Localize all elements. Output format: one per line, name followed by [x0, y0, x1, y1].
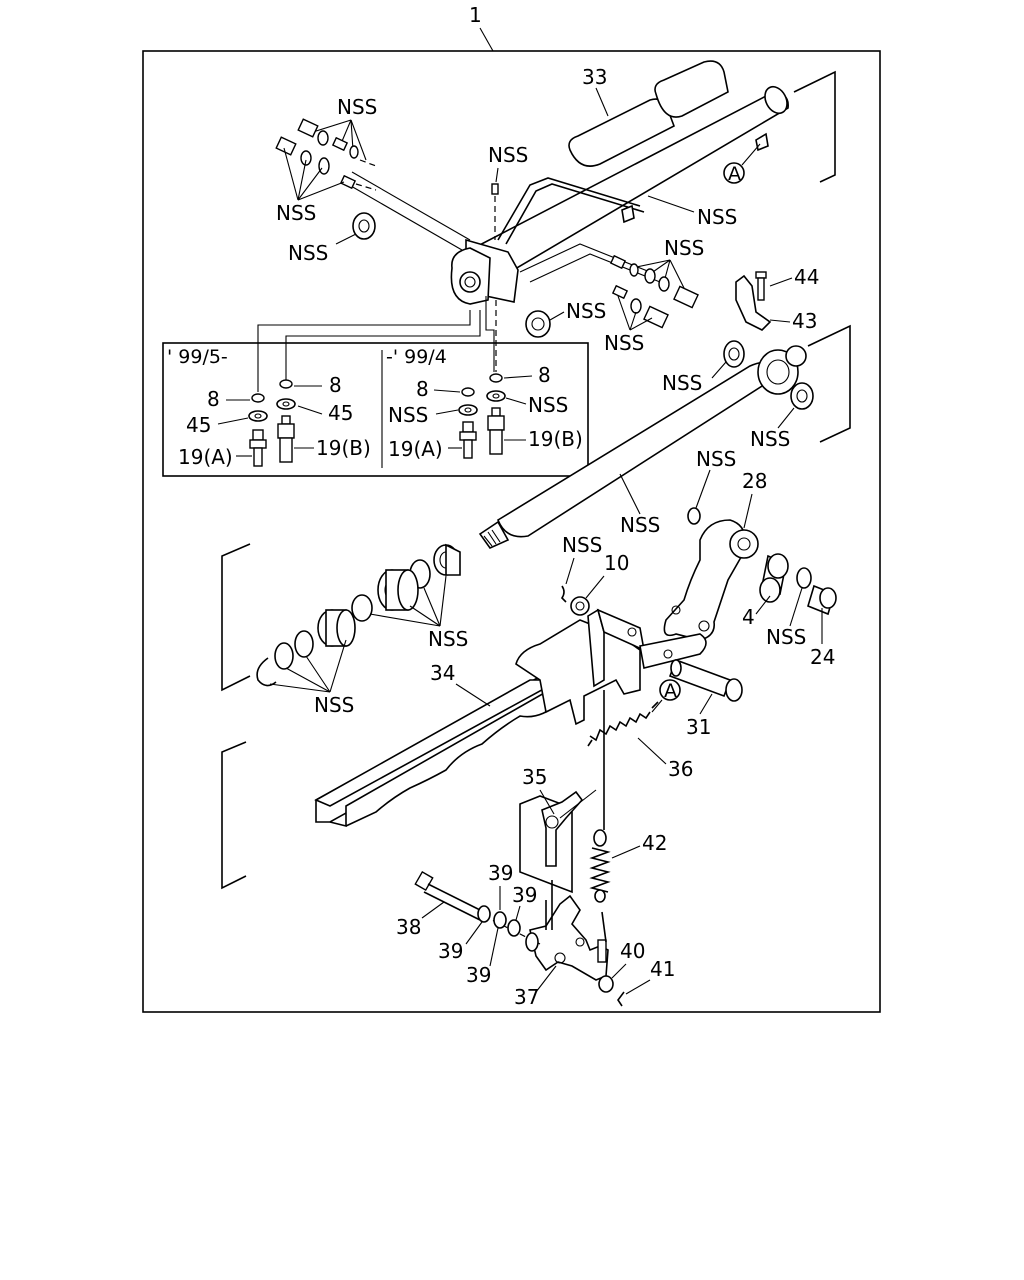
sensor-19b-left — [277, 415, 295, 463]
part-43-bracket — [735, 271, 772, 331]
label-38: 38 — [396, 915, 421, 939]
label-45-b: 45 — [328, 401, 353, 425]
variant-box — [162, 342, 589, 477]
part-33-covers — [568, 60, 729, 167]
label-nss-10: NSS — [528, 393, 568, 417]
washer-left — [352, 212, 376, 240]
washer-40 — [598, 975, 614, 993]
washer-lower — [525, 310, 551, 338]
bolts-right-top — [609, 254, 699, 329]
variant-left-header: ' 99/5- — [167, 346, 228, 368]
upper-shaft-assembly — [343, 85, 789, 305]
label-10: 10 — [604, 551, 629, 575]
label-nss-11: NSS — [662, 371, 702, 395]
sensor-19a-right — [459, 421, 477, 459]
washer-shaft-left — [723, 340, 745, 368]
label-8-a: 8 — [207, 387, 220, 411]
label-nss-9: NSS — [388, 403, 428, 427]
label-39-b: 39 — [512, 883, 537, 907]
label-19a-left: 19(A) — [178, 445, 233, 469]
part-35-plate — [519, 789, 597, 894]
ref-marker-a-top-text: A — [728, 163, 741, 185]
label-39-a: 39 — [488, 861, 513, 885]
label-nss-6: NSS — [664, 236, 704, 260]
label-nss-1: NSS — [337, 95, 377, 119]
washer-shaft-right — [790, 382, 814, 410]
variant-right-header: -' 99/4 — [386, 346, 447, 368]
part-36-spring — [587, 701, 659, 747]
label-33: 33 — [582, 65, 607, 89]
label-24: 24 — [810, 645, 835, 669]
label-nss-14: NSS — [428, 627, 468, 651]
part-34-channel — [314, 608, 707, 828]
label-34: 34 — [430, 661, 455, 685]
ref-marker-a-lower — [659, 679, 681, 701]
washers-39 — [477, 905, 539, 952]
part-38-pin — [414, 870, 541, 945]
label-nss-15: NSS — [314, 693, 354, 717]
cotter-pin-41 — [617, 991, 625, 1007]
label-4: 4 — [742, 605, 755, 629]
label-nss-2: NSS — [276, 201, 316, 225]
label-nss-16: NSS — [696, 447, 736, 471]
part-42-spring — [589, 829, 611, 903]
label-nss-3: NSS — [488, 143, 528, 167]
label-nss-17: NSS — [766, 625, 806, 649]
label-nss-8: NSS — [566, 299, 606, 323]
label-40: 40 — [620, 939, 645, 963]
sensor-19b-right — [487, 407, 505, 455]
part-4-sleeve — [759, 553, 789, 603]
label-36: 36 — [668, 757, 693, 781]
label-19b-left: 19(B) — [316, 436, 371, 460]
part-37-bracket — [529, 880, 609, 981]
label-19a-right: 19(A) — [388, 437, 443, 461]
ref-marker-a-top — [723, 162, 745, 184]
label-35: 35 — [522, 765, 547, 789]
label-42: 42 — [642, 831, 667, 855]
label-39-c: 39 — [438, 939, 463, 963]
ref-marker-a-lower-text: A — [664, 680, 677, 702]
part-28-lever — [663, 519, 759, 641]
bolts-top-left — [275, 118, 377, 191]
label-37: 37 — [514, 985, 539, 1009]
washer-10 — [570, 596, 590, 616]
label-31: 31 — [686, 715, 711, 739]
label-28: 28 — [742, 469, 767, 493]
label-nss-12: NSS — [750, 427, 790, 451]
label-8-d: 8 — [538, 363, 551, 387]
label-nss-7: NSS — [604, 331, 644, 355]
part-24-bushing — [807, 584, 837, 616]
label-43: 43 — [792, 309, 817, 333]
label-19b-right: 19(B) — [528, 427, 583, 451]
part-31-pin — [668, 658, 743, 702]
label-nss-5: NSS — [288, 241, 328, 265]
label-39-d: 39 — [466, 963, 491, 987]
label-nss-18: NSS — [562, 533, 602, 557]
label-41: 41 — [650, 957, 675, 981]
sensor-19a-left — [249, 429, 267, 467]
label-8-b: 8 — [329, 373, 342, 397]
callout-1: 1 — [469, 3, 482, 27]
label-nss-13: NSS — [620, 513, 660, 537]
label-nss-4: NSS — [697, 205, 737, 229]
label-45-a: 45 — [186, 413, 211, 437]
label-8-c: 8 — [416, 377, 429, 401]
lower-long-shaft — [478, 345, 807, 549]
label-44: 44 — [794, 265, 819, 289]
diagram-frame — [142, 50, 881, 1013]
bushings-left — [256, 543, 461, 687]
